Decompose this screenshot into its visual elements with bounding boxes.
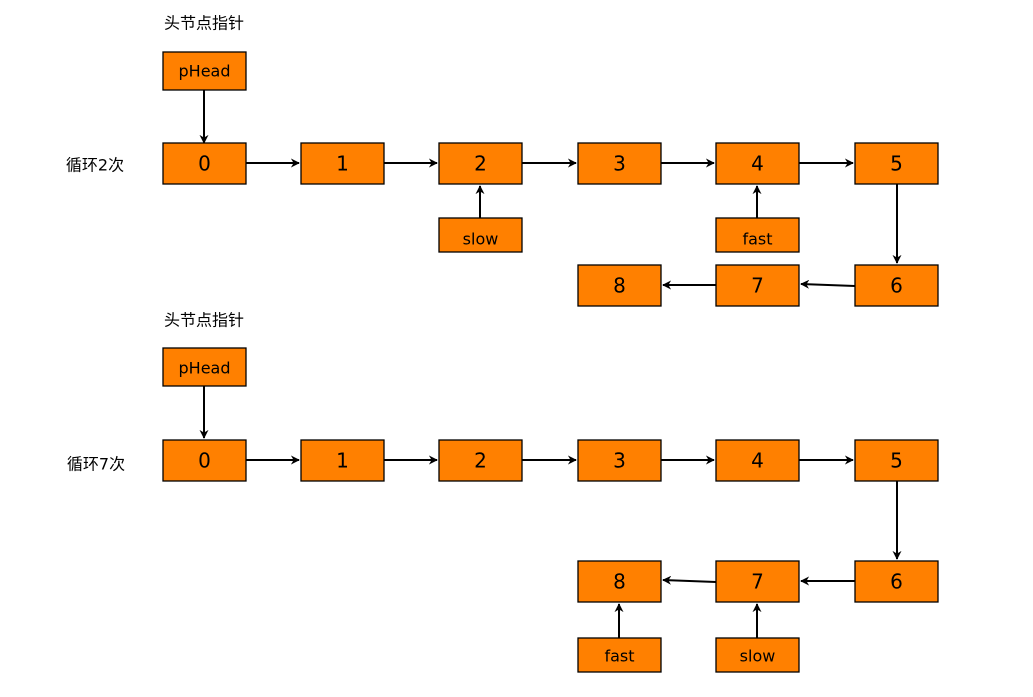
node-value: 6 — [890, 274, 903, 298]
node-value: 7 — [751, 570, 764, 594]
list-node: 5 — [854, 142, 939, 185]
list-node: 1 — [300, 142, 385, 185]
list-node: 0 — [162, 439, 247, 482]
node-value: 0 — [198, 152, 211, 176]
node-box — [854, 264, 939, 307]
node-value: 3 — [613, 152, 626, 176]
loop-count-label: 循环2次 — [66, 156, 124, 175]
node-box — [854, 439, 939, 482]
fast-pointer-label: fast — [604, 647, 634, 666]
fast-pointer-label: fast — [742, 230, 772, 249]
node-box — [162, 142, 247, 185]
loop-count-label: 循环7次 — [67, 455, 125, 474]
list-node: 4 — [715, 439, 800, 482]
list-node: 8 — [577, 560, 662, 603]
node-value: 0 — [198, 449, 211, 473]
node-value: 2 — [474, 152, 487, 176]
head-caption: 头节点指针 — [164, 311, 244, 330]
node-box — [438, 439, 523, 482]
list-node: 2 — [438, 142, 523, 185]
list-node: 3 — [577, 439, 662, 482]
list-node: 2 — [438, 439, 523, 482]
list-node: 1 — [300, 439, 385, 482]
node-value: 4 — [751, 449, 764, 473]
list-node: 6 — [854, 560, 939, 603]
fast-pointer-box — [577, 637, 662, 673]
diagram-loop-7: 头节点指针 pHead 循环7次 0 1 2 3 4 5 — [67, 311, 939, 673]
fast-pointer-box — [715, 217, 800, 253]
head-pointer-box — [162, 51, 247, 91]
node-box — [577, 264, 662, 307]
head-pointer-label: pHead — [179, 62, 231, 81]
head-pointer-label: pHead — [179, 359, 231, 378]
slow-pointer-label: slow — [740, 647, 776, 666]
node-box — [715, 142, 800, 185]
node-value: 4 — [751, 152, 764, 176]
node-box — [854, 142, 939, 185]
node-box — [715, 560, 800, 603]
node-box — [854, 560, 939, 603]
slow-pointer-box — [438, 217, 523, 253]
node-box — [577, 560, 662, 603]
list-node: 8 — [577, 264, 662, 307]
diagram-loop-2: 头节点指针 pHead 循环2次 0 1 2 3 4 5 — [66, 14, 939, 307]
list-node: 0 — [162, 142, 247, 185]
node-value: 1 — [336, 152, 349, 176]
list-node: 6 — [854, 264, 939, 307]
head-pointer-box — [162, 347, 247, 387]
head-caption: 头节点指针 — [164, 14, 244, 33]
node-box — [577, 439, 662, 482]
node-value: 1 — [336, 449, 349, 473]
list-node: 7 — [715, 560, 800, 603]
list-node: 3 — [577, 142, 662, 185]
node-value: 7 — [751, 274, 764, 298]
list-node: 5 — [854, 439, 939, 482]
node-value: 5 — [890, 449, 903, 473]
node-box — [162, 439, 247, 482]
slow-pointer-label: slow — [463, 230, 499, 249]
node-value: 5 — [890, 152, 903, 176]
node-box — [715, 439, 800, 482]
node-box — [300, 439, 385, 482]
list-node: 4 — [715, 142, 800, 185]
node-value: 6 — [890, 570, 903, 594]
node-box — [300, 142, 385, 185]
node-value: 3 — [613, 449, 626, 473]
node-value: 2 — [474, 449, 487, 473]
next-arrow — [800, 279, 856, 289]
next-arrow — [662, 575, 717, 585]
list-node: 7 — [715, 264, 800, 307]
node-value: 8 — [613, 570, 626, 594]
node-value: 8 — [613, 274, 626, 298]
